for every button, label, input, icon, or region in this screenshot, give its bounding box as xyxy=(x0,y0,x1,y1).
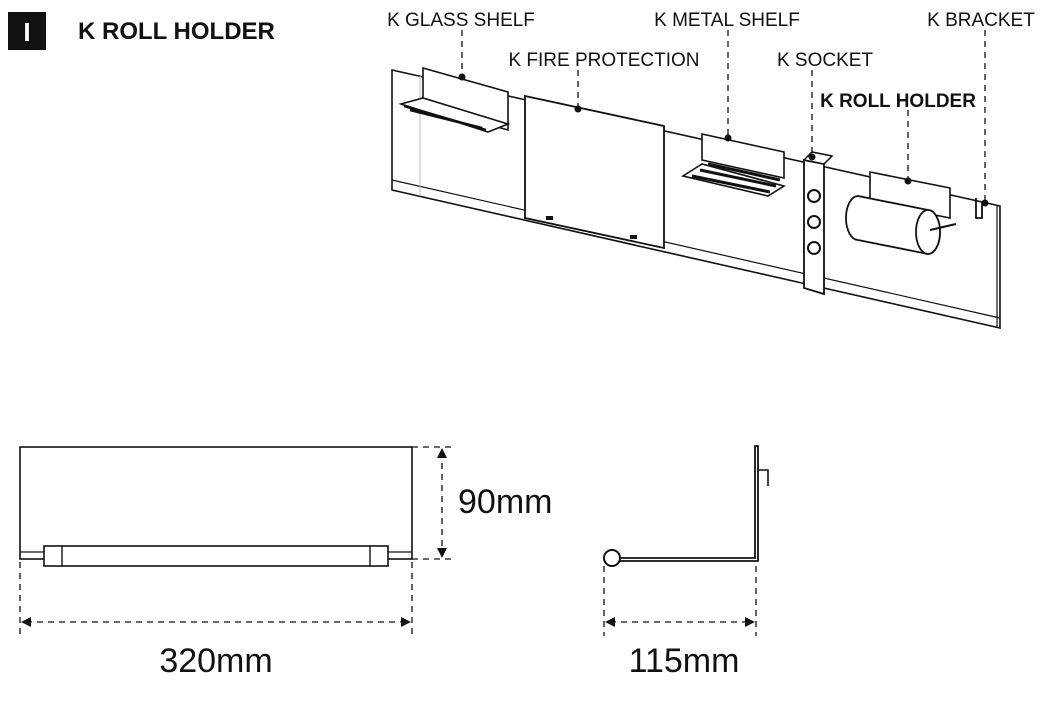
fire-protection-illustration xyxy=(524,94,665,250)
side-view-drawing xyxy=(603,445,769,567)
front-view-drawing xyxy=(19,446,413,567)
height-dimension-label: 90mm xyxy=(458,483,552,521)
page-title: K ROLL HOLDER xyxy=(78,18,275,45)
callout-glass-shelf: K GLASS SHELF xyxy=(387,10,535,31)
depth-dimension xyxy=(603,566,757,636)
roll-holder-illustration xyxy=(845,171,957,255)
callout-socket: K SOCKET xyxy=(777,50,873,71)
section-badge xyxy=(8,12,46,50)
callout-roll-holder: K ROLL HOLDER xyxy=(820,91,976,112)
metal-shelf-illustration xyxy=(680,133,786,197)
glass-shelf-illustration xyxy=(398,66,511,133)
width-dimension-label: 320mm xyxy=(159,642,272,680)
socket-illustration xyxy=(802,151,834,296)
bracket-illustration xyxy=(975,198,983,219)
height-dimension xyxy=(412,446,452,560)
section-badge-label: I xyxy=(23,17,30,47)
width-dimension xyxy=(19,562,413,636)
callout-fire-protection: K FIRE PROTECTION xyxy=(508,50,699,71)
callout-leaders xyxy=(458,30,989,207)
depth-dimension-label: 115mm xyxy=(629,642,740,680)
callout-bracket: K BRACKET xyxy=(927,10,1035,31)
callout-metal-shelf: K METAL SHELF xyxy=(654,10,800,31)
